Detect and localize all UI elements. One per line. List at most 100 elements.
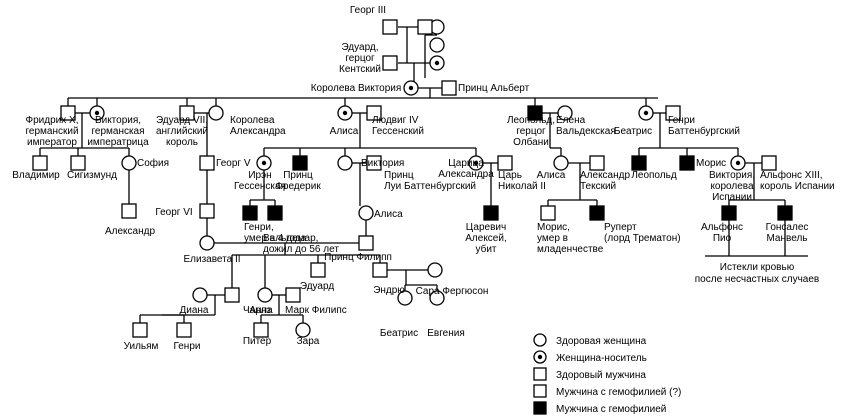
legend-label: Мужчина с гемофилией (556, 403, 666, 415)
female-symbol (295, 322, 311, 338)
affected-male-symbol (267, 205, 283, 221)
affected-male-symbol (483, 205, 499, 221)
person-label: Эдуард (300, 281, 334, 292)
carrier-female-symbol-dot (342, 110, 348, 116)
person-label-line: королева (710, 181, 754, 192)
person-label-line: Георг VI (155, 207, 192, 218)
female-symbol (358, 205, 374, 221)
legend-symbol (533, 401, 547, 415)
person-label: Питер (243, 336, 272, 347)
male-symbol (358, 235, 374, 251)
person-label: Георг V (216, 158, 251, 169)
male-symbol (589, 155, 605, 171)
person-label: Альфонс XIII,король Испании (760, 169, 835, 192)
female-symbol (397, 290, 413, 306)
person-label-line: Фредерик (275, 181, 321, 192)
male-symbol (761, 155, 777, 171)
person-label: Александр (105, 226, 155, 237)
person-label-line: Луи Баттенбургский (384, 180, 476, 192)
male-symbol (366, 105, 382, 121)
person-label-line: Леопольд (631, 170, 676, 181)
person-label-line: Беатрис (614, 126, 652, 137)
affected-male-symbol (527, 105, 543, 121)
carrier-female-symbol-dot (408, 85, 414, 91)
person-label-line: Испании (712, 192, 752, 203)
person-label: Анна (249, 305, 273, 316)
female-symbol (121, 155, 137, 171)
female-symbol (427, 262, 443, 278)
legend-label: Женщина-носитель (556, 353, 647, 364)
carrier-female-symbol-dot (261, 160, 267, 166)
person-label: Леопольд (631, 170, 676, 181)
person-label-line: Принц (384, 170, 414, 181)
person-label-line: Генри (174, 341, 201, 352)
person-label: Елизавета II (183, 254, 240, 265)
affected-male-symbol (589, 205, 605, 221)
person-label-line: Александр (580, 170, 630, 181)
person-label-line: Сигизмунд (67, 170, 117, 181)
person-label-line: Вальдекская (556, 126, 616, 137)
person-label-line: король Испании (760, 181, 835, 192)
legend-label: Здоровый мужчина (556, 370, 646, 381)
person-label-line: (лорд Трематон) (604, 233, 681, 244)
person-label: Генри,умер в 4 года (244, 222, 307, 244)
pedigree-lines (39, 26, 808, 323)
carrier-female-symbol-dot (94, 110, 100, 116)
person-label-line: София (137, 157, 169, 169)
male-symbol (285, 287, 301, 303)
male-symbol (121, 203, 137, 219)
person-label-line: король (166, 137, 198, 148)
person-label-line: Эдуард VII, (156, 115, 208, 126)
affected-male-symbol (292, 155, 308, 171)
person-label-line: английский (156, 126, 208, 137)
person-label-line: Альфонс XIII, (760, 169, 823, 181)
person-label-line: Александр (105, 226, 155, 237)
person-label: Уильям (124, 341, 159, 352)
female-symbol (553, 155, 569, 171)
person-label: Георг VI (155, 207, 192, 218)
affected-male-symbol (721, 205, 737, 221)
person-label-line: Алиса (374, 209, 403, 220)
person-label-line: Алексей, (465, 233, 506, 244)
person-label-line: Олбани (513, 136, 549, 148)
female-symbol (208, 105, 224, 121)
male-symbol (382, 19, 398, 35)
accident-note-line: Истекли кровью (720, 262, 795, 273)
male-symbol (441, 80, 457, 96)
person-label-line: герцог (516, 126, 546, 137)
person-label-line: Диана (179, 305, 208, 316)
person-label-line: Людвиг IV (372, 115, 419, 126)
person-label-line: Текский (580, 181, 616, 192)
female-symbol (337, 155, 353, 171)
male-symbol (310, 262, 326, 278)
legend-label: Мужчина с гемофилией (?) (556, 386, 681, 398)
person-label-line: Гессенский (372, 126, 424, 137)
female-symbol (199, 235, 215, 251)
legend-symbol (533, 333, 547, 347)
person-label-line: Зара (297, 336, 320, 347)
male-symbol (372, 262, 388, 278)
person-label-line: Генри (668, 115, 695, 126)
legend: Здоровая женщинаЖенщина-носительЗдоровый… (533, 333, 681, 415)
person-label-line: умер в 4 года (244, 233, 307, 244)
person-label-line: дожил до 56 лет (263, 244, 339, 255)
person-label-line: Принц Филипп (324, 252, 392, 263)
person-label: Беатрис (380, 328, 418, 339)
affected-male-symbol (679, 155, 695, 171)
person-label: Чарлз (243, 305, 271, 316)
person-label: Сигизмунд (67, 170, 117, 181)
person-label-line: Анна (249, 305, 273, 316)
male-symbol (497, 155, 513, 171)
person-label: Вальдемар,дожил до 56 лет (263, 233, 339, 255)
